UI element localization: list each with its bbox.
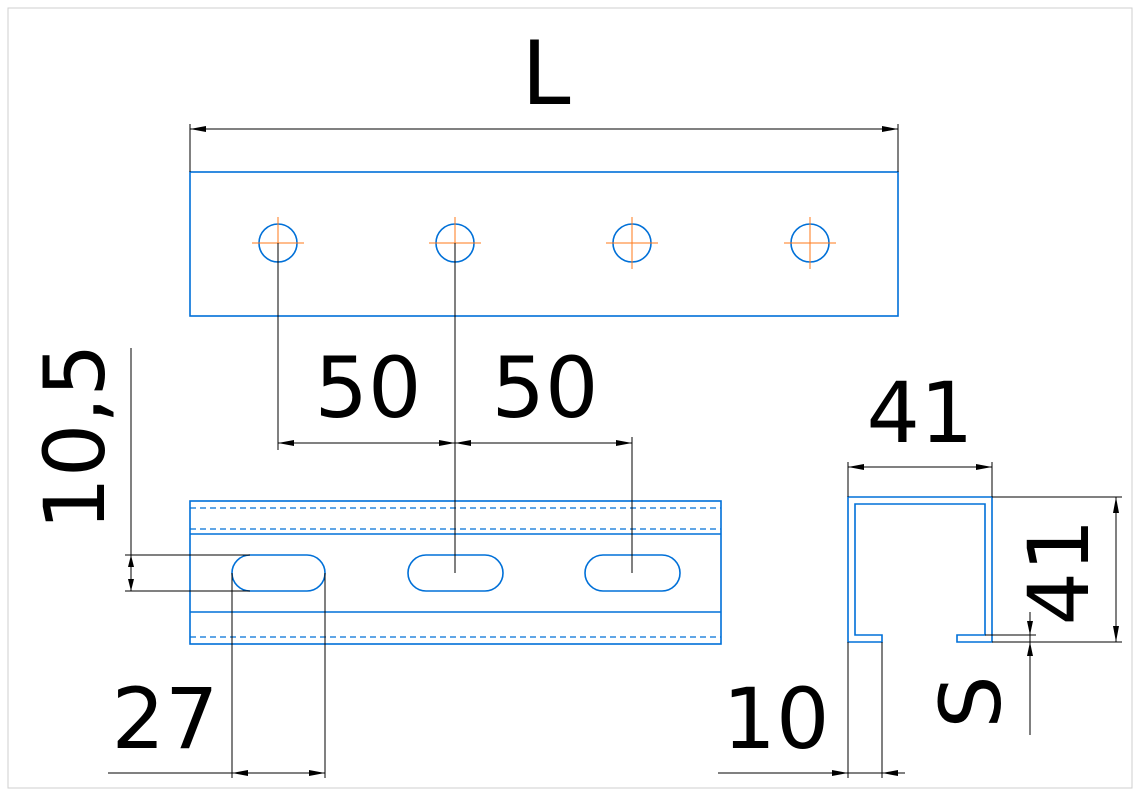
thickness-label: S bbox=[922, 675, 1020, 728]
slot-length-label: 27 bbox=[112, 670, 219, 768]
pitch-1-label: 50 bbox=[315, 339, 422, 437]
length-dimension: L bbox=[189, 22, 899, 172]
pitch-dimensions: 50 50 bbox=[277, 243, 633, 573]
pitch-2-label: 50 bbox=[492, 339, 599, 437]
slot-width-dimension: 10,5 bbox=[26, 343, 250, 592]
length-label: L bbox=[521, 22, 570, 125]
hole-3 bbox=[606, 217, 658, 269]
side-view bbox=[847, 496, 993, 643]
opening-label: 10 bbox=[723, 670, 830, 768]
profile-height-dimension: 41 bbox=[992, 496, 1122, 643]
opening-dimension: 10 bbox=[718, 642, 905, 778]
slot-width-label: 10,5 bbox=[26, 343, 124, 530]
profile-width-label: 41 bbox=[867, 364, 974, 462]
thickness-dimension: S bbox=[922, 612, 1036, 735]
slot-1 bbox=[231, 554, 326, 592]
top-view bbox=[189, 171, 899, 317]
profile-outer bbox=[847, 496, 993, 643]
slot-length-dimension: 27 bbox=[108, 573, 326, 778]
profile-height-label: 41 bbox=[1010, 519, 1108, 626]
top-view-outline bbox=[189, 171, 899, 317]
hole-4 bbox=[784, 217, 836, 269]
profile-width-dimension: 41 bbox=[847, 364, 993, 497]
sheet-frame bbox=[7, 7, 1133, 789]
